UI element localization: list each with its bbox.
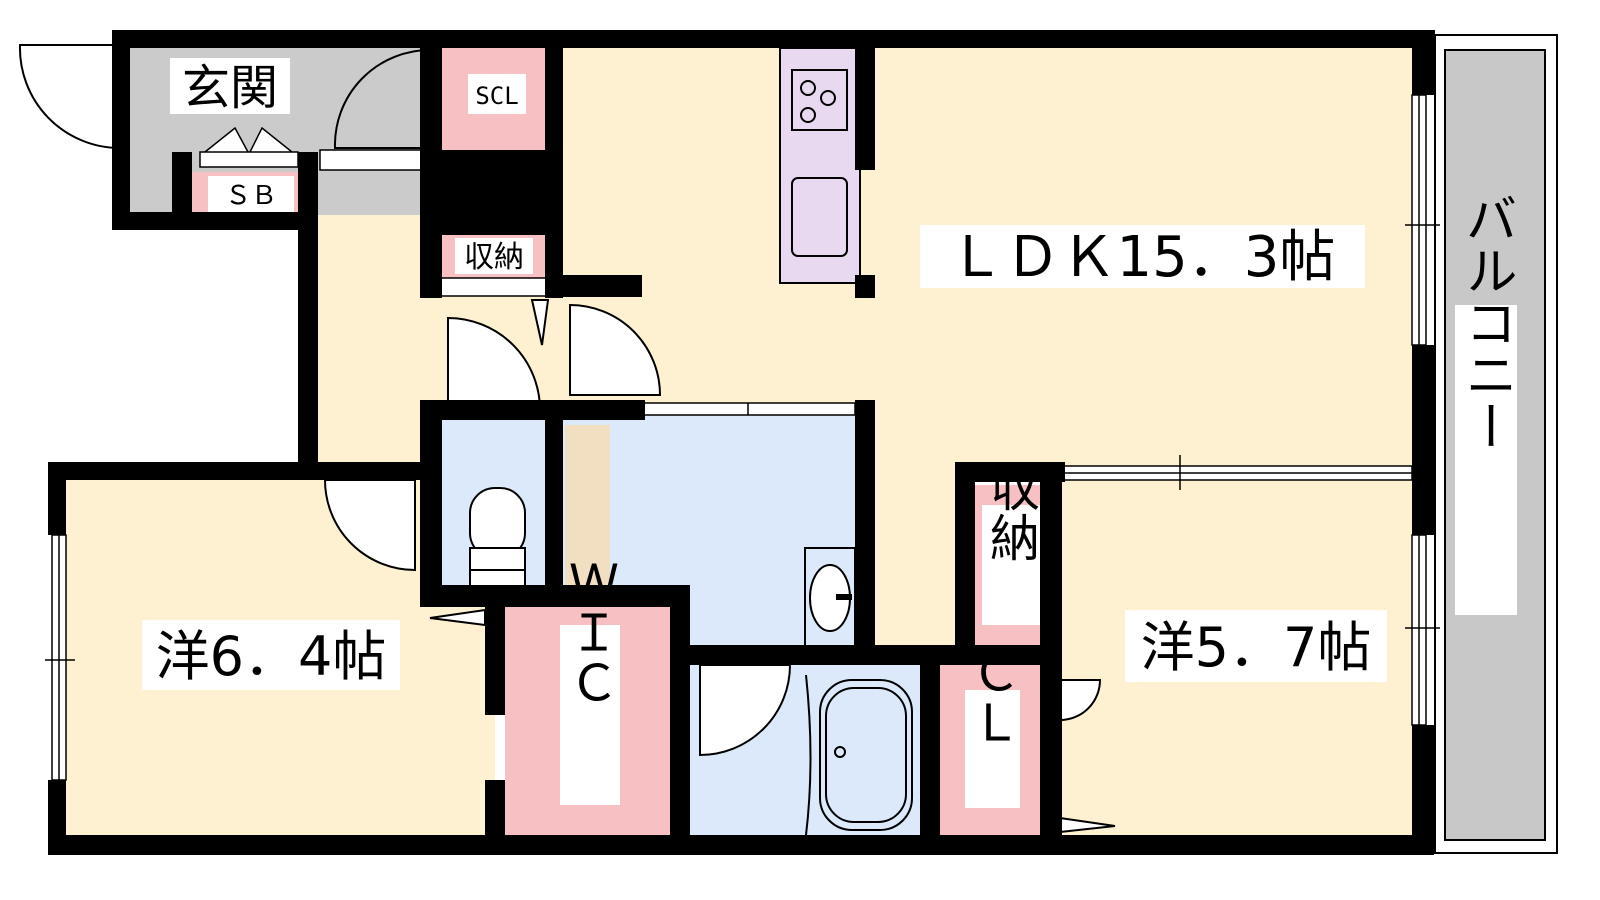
shelf-floor	[565, 425, 610, 590]
wic-label: ＷＩＣ	[561, 557, 619, 707]
bedroom-storage-label: 収納	[982, 462, 1040, 562]
stove-icon	[791, 69, 848, 131]
balcony-outline	[1434, 34, 1558, 854]
sb-label: ＳＢ	[225, 181, 277, 211]
bath-door-icon	[699, 664, 792, 757]
kitchen-counter	[779, 47, 861, 284]
scl-label: SCL	[475, 82, 518, 110]
corridor-floor	[865, 415, 965, 655]
entrance-step	[319, 149, 426, 171]
hall-storage-label: 収納	[464, 240, 524, 275]
entrance-label: 玄関	[182, 60, 278, 116]
sink-icon	[791, 177, 848, 257]
western-a-label: 洋6．4帖	[156, 625, 387, 688]
toilet-icon	[469, 487, 526, 587]
western-b-label: 洋5．7帖	[1141, 616, 1372, 679]
cl-label: ＣＬ	[963, 647, 1021, 747]
bedroom-a-door-icon	[323, 479, 416, 572]
ldk-label: ＬＤＫ15．3帖	[949, 225, 1336, 290]
hall-door-right-icon	[569, 303, 662, 396]
windows	[45, 94, 1440, 781]
walls	[48, 30, 1435, 855]
entrance-inner-door-icon	[333, 48, 431, 149]
wash-basin-icon	[804, 547, 856, 649]
cl-door-icon	[1059, 679, 1102, 722]
balcony-label: バルコニー	[1456, 192, 1516, 452]
bathtub-icon	[805, 674, 913, 836]
doors	[18, 44, 1116, 834]
fixtures	[199, 126, 913, 836]
front-door-icon	[18, 44, 121, 150]
labels: ＬＤＫ15．3帖 洋6．4帖 洋5．7帖 玄関 バルコニー SCL ＳＢ 収納 …	[142, 58, 1517, 808]
